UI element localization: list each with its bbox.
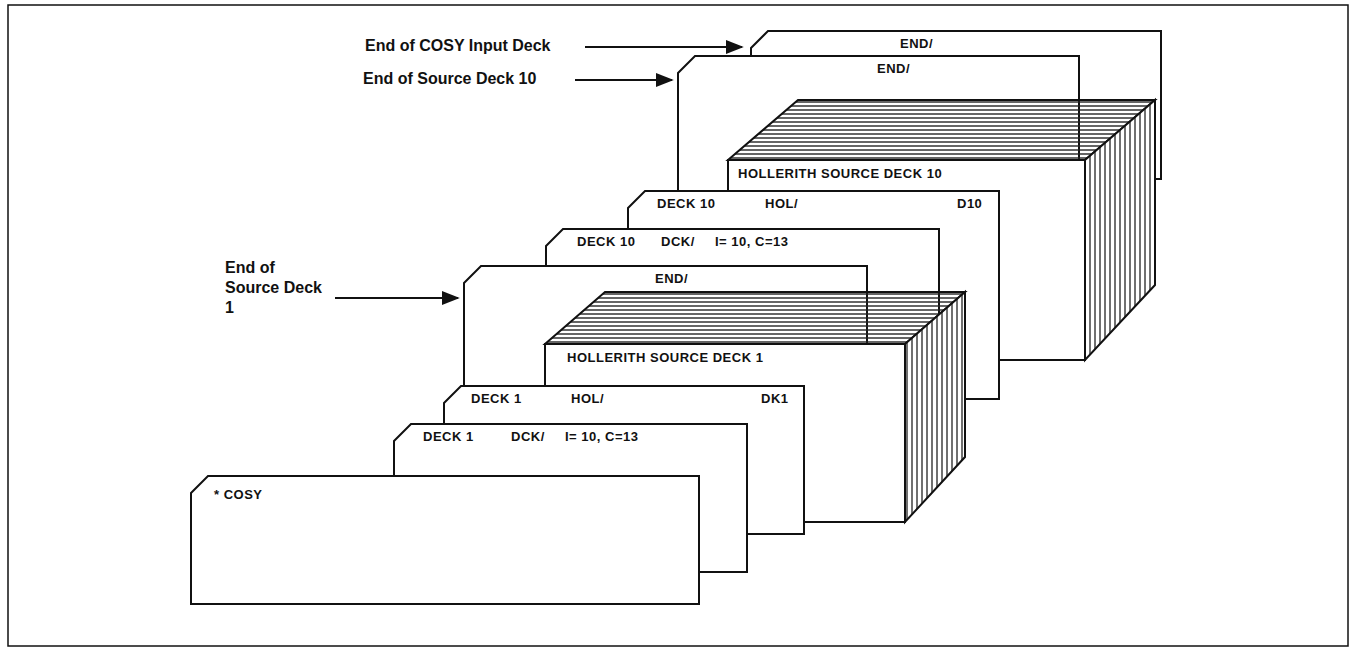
card-shape bbox=[394, 424, 747, 572]
card-field: HOL/ bbox=[765, 196, 798, 212]
deck-side-ground bbox=[1085, 100, 1155, 360]
deck-front bbox=[728, 160, 1085, 360]
leader-arrow bbox=[585, 46, 742, 48]
card-field: DK1 bbox=[761, 391, 789, 407]
card-field: END/ bbox=[900, 36, 933, 52]
card-field: I= 10, C=13 bbox=[565, 429, 638, 445]
deck-top bbox=[545, 292, 965, 344]
card-shape bbox=[678, 56, 1079, 204]
card-shape bbox=[444, 386, 804, 534]
callout-label: End of Source Deck 10 bbox=[363, 69, 536, 89]
card-field: DCK/ bbox=[661, 234, 695, 250]
card-shape bbox=[464, 266, 867, 464]
card-field: DCK/ bbox=[511, 429, 545, 445]
deck-label: HOLLERITH SOURCE DECK 10 bbox=[738, 166, 942, 182]
card-field: END/ bbox=[877, 61, 910, 77]
leader-arrow bbox=[575, 79, 672, 81]
deck-side bbox=[1085, 100, 1155, 360]
card-field: DECK 10 bbox=[657, 196, 715, 212]
deck-side bbox=[905, 292, 965, 522]
callout-label: End of Source Deck 1 bbox=[225, 258, 330, 318]
deck-side-ground bbox=[905, 292, 965, 522]
deck-label: HOLLERITH SOURCE DECK 1 bbox=[567, 350, 763, 366]
card-field: DECK 1 bbox=[471, 391, 522, 407]
card-shape bbox=[628, 191, 999, 399]
callout-label: End of COSY Input Deck bbox=[365, 36, 551, 56]
card-shape bbox=[191, 476, 699, 604]
punched-card: * COSY bbox=[190, 475, 700, 605]
card-shape bbox=[546, 229, 939, 427]
deck-top bbox=[728, 100, 1155, 160]
border bbox=[8, 5, 1348, 646]
card-field: END/ bbox=[655, 271, 688, 287]
card-shape bbox=[751, 31, 1161, 179]
card-field: DECK 1 bbox=[423, 429, 474, 445]
card-field: DECK 10 bbox=[577, 234, 635, 250]
card-outline bbox=[190, 475, 700, 605]
card-field: I= 10, C=13 bbox=[715, 234, 788, 250]
deck-front bbox=[545, 344, 905, 522]
card-field: HOL/ bbox=[571, 391, 604, 407]
card-field: D10 bbox=[957, 196, 982, 212]
card-field: * COSY bbox=[214, 487, 263, 503]
leader-arrow bbox=[335, 297, 458, 299]
